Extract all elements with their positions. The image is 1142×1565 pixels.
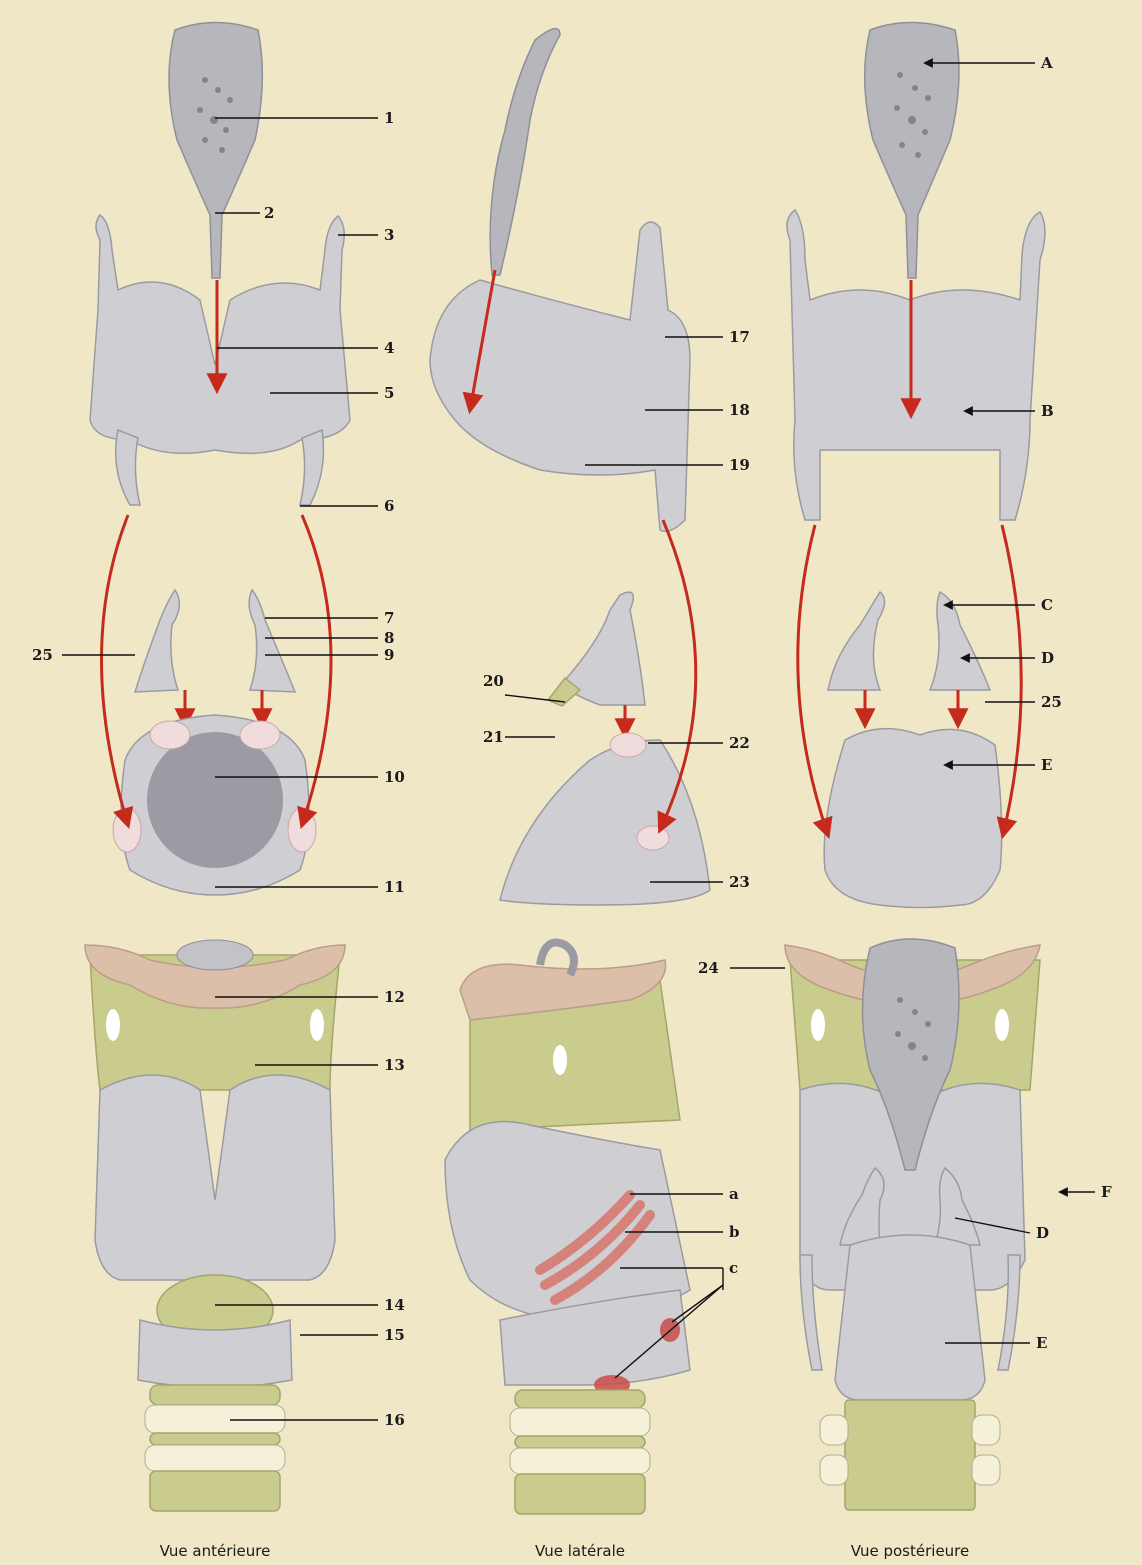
inferior-horn-left [116,430,140,505]
view-captions: Vue antérieure Vue latérale Vue postérie… [160,1542,970,1560]
label-14: 14 [384,1296,405,1314]
caption-anterior: Vue antérieure [160,1542,271,1560]
arytenoid-right-posterior [930,592,990,690]
caption-posterior: Vue postérieure [851,1542,970,1560]
label-C: C [1041,596,1053,614]
label-19: 19 [729,456,750,474]
label-7: 7 [384,609,394,627]
label-24: 24 [698,959,719,977]
label-A: A [1040,54,1053,72]
label-10: 10 [384,768,405,786]
arytenoid-right-anterior [249,590,295,692]
label-D-top: D [1041,649,1054,667]
cricoid-assembled-anterior [138,1320,292,1388]
trachea-anterior [145,1385,285,1511]
label-a: a [729,1185,739,1203]
label-25-right: 25 [1041,693,1062,711]
arytenoid-left-posterior [828,592,885,690]
label-21: 21 [483,728,504,746]
label-5: 5 [384,384,394,402]
cricoid-assembled-posterior [835,1235,985,1400]
label-6: 6 [384,497,394,515]
cricoid-lateral [500,740,710,905]
label-9: 9 [384,646,394,664]
arytenoid-left-anterior [135,590,179,692]
lateral-assembled-view [445,943,690,1515]
epiglottis-anterior [169,23,262,279]
label-E-top: E [1041,756,1052,774]
label-b: b [729,1223,740,1241]
label-F: F [1101,1183,1112,1201]
label-25-left: 25 [32,646,53,664]
label-20: 20 [483,672,504,690]
trachea-lateral [510,1390,650,1514]
label-17: 17 [729,328,750,346]
inferior-horn-right [300,430,324,505]
lateral-exploded-view [430,29,710,905]
label-16: 16 [384,1411,405,1429]
thyroid-cartilage-lateral [430,222,690,531]
label-8: 8 [384,629,394,647]
label-15: 15 [384,1326,405,1344]
label-22: 22 [729,734,750,752]
cricoid-lumen [147,732,283,868]
label-3: 3 [384,226,394,244]
label-E-bottom: E [1036,1334,1047,1352]
posterior-assembled-view [785,939,1040,1510]
caption-lateral: Vue latérale [535,1542,625,1560]
epiglottis-lateral [490,29,560,275]
epiglottis-posterior [865,23,959,279]
label-4: 4 [384,339,394,357]
label-18: 18 [729,401,750,419]
label-23: 23 [729,873,750,891]
trachea-posterior [820,1400,1000,1510]
label-11: 11 [384,878,405,896]
label-12: 12 [384,988,405,1006]
label-c: c [729,1259,738,1277]
label-2: 2 [264,204,274,222]
label-13: 13 [384,1056,405,1074]
cricoid-posterior [824,729,1002,908]
label-B: B [1041,402,1054,420]
anterior-exploded-view [90,23,350,896]
label-D-bottom: D [1036,1224,1049,1242]
posterior-exploded-view [787,23,1045,908]
anterior-assembled-view [85,940,345,1511]
label-1: 1 [384,109,394,127]
thyroid-assembled-anterior [95,1075,335,1280]
